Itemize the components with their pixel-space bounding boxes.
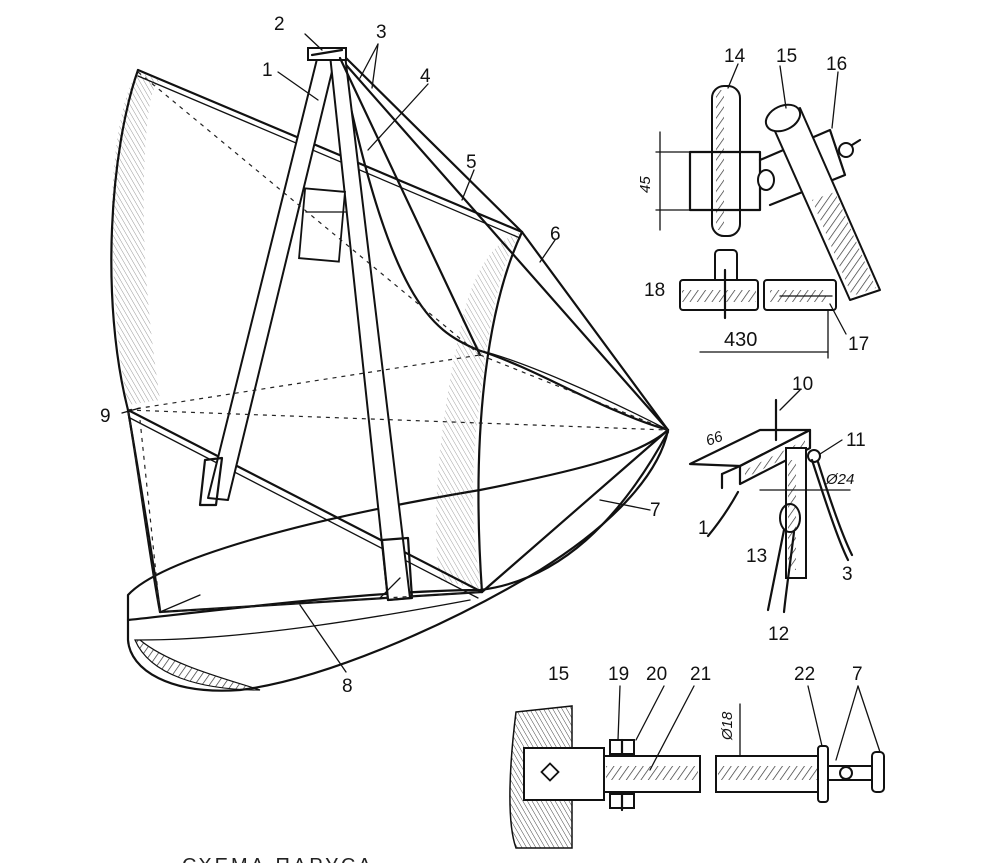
boom-spar xyxy=(126,408,484,594)
label-1: 1 xyxy=(262,60,273,81)
label-6: 6 xyxy=(550,224,561,245)
detail-rod: Ø18 15 19 20 21 22 7 xyxy=(509,664,885,849)
label-12: 12 xyxy=(768,624,789,645)
label-7: 7 xyxy=(650,500,661,521)
detail-mast-joint: 45 430 14 15 16 17 18 xyxy=(637,46,881,359)
dim-430: 430 xyxy=(724,329,757,351)
label-7b: 7 xyxy=(852,664,863,685)
label-21: 21 xyxy=(690,664,711,685)
mast-right-leg xyxy=(329,54,411,601)
boat-hull xyxy=(126,428,670,692)
label-4: 4 xyxy=(420,66,431,87)
label-14: 14 xyxy=(724,46,746,67)
sail-left-edge xyxy=(110,68,162,612)
label-3: 3 xyxy=(376,22,387,43)
mast-left-leg xyxy=(207,54,337,501)
mast-band xyxy=(298,187,346,263)
main-sail-view: 1 2 3 4 5 6 7 8 9 xyxy=(100,14,670,697)
detail-mast-head: Ø24 66 10 11 12 13 3 1 xyxy=(688,374,866,645)
label-20: 20 xyxy=(646,664,667,685)
label-11: 11 xyxy=(846,430,866,451)
dim-18: Ø18 xyxy=(719,711,736,741)
right-sail-shade xyxy=(436,232,522,590)
label-2: 2 xyxy=(274,14,285,35)
label-17: 17 xyxy=(848,334,869,355)
label-13: 13 xyxy=(746,546,767,567)
label-9: 9 xyxy=(100,406,111,427)
label-8: 8 xyxy=(342,676,353,697)
label-22: 22 xyxy=(794,664,815,685)
label-1b: 1 xyxy=(698,518,709,539)
label-18: 18 xyxy=(644,280,665,301)
dim-66: 66 xyxy=(704,428,726,450)
label-5: 5 xyxy=(466,152,477,173)
label-15b: 15 xyxy=(548,664,569,685)
dim-24: Ø24 xyxy=(825,471,854,488)
label-16: 16 xyxy=(826,54,847,75)
left-sail-shade xyxy=(112,72,160,405)
label-15: 15 xyxy=(776,46,797,67)
yard-spar xyxy=(136,68,524,234)
jib-sail xyxy=(338,56,670,432)
diagram-caption: СХЕМА ПАРУСА xyxy=(182,855,374,863)
sail-right-edge xyxy=(477,230,524,594)
label-10: 10 xyxy=(792,374,813,395)
dim-45: 45 xyxy=(637,176,654,193)
label-19: 19 xyxy=(608,664,629,685)
label-3b: 3 xyxy=(842,564,853,585)
